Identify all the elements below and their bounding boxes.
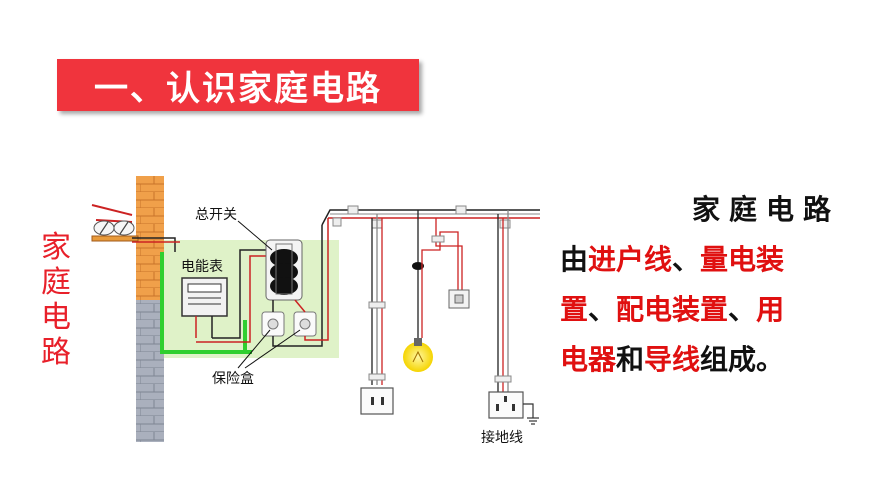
highlight-span: 置 [560, 293, 589, 326]
text-span: 由 [560, 243, 589, 276]
text-span: 、 [672, 243, 701, 276]
highlight-span: 配电装置 [616, 293, 729, 326]
wire [212, 249, 268, 339]
main-switch-label: 总开关 [195, 207, 237, 223]
meter-label: 电能表 [181, 259, 223, 275]
lamp-branch [412, 210, 470, 338]
title-banner: 一、认识家庭电路 [57, 59, 419, 111]
description-line-4: 电器和导线组成。 [560, 335, 840, 385]
side-label-char: 庭 [41, 265, 71, 300]
neutral-bus [321, 209, 540, 226]
wire [196, 255, 270, 343]
side-label-char: 家 [41, 230, 71, 265]
left-socket-branch [360, 214, 394, 415]
leader-line [237, 220, 273, 251]
highlight-span: 电器 [560, 343, 617, 376]
page-title: 一、认识家庭电路 [94, 68, 382, 109]
leader-line [237, 329, 271, 369]
text-span: 、 [588, 293, 617, 326]
text-span: 和 [616, 343, 645, 376]
leader-line [244, 329, 301, 369]
highlight-span: 量电装 [700, 243, 785, 276]
text-span: 组成。 [700, 343, 785, 376]
side-vertical-label: 家 庭 电 路 [36, 230, 76, 370]
highlight-span: 导线 [644, 343, 701, 376]
right-socket-branch [488, 210, 539, 425]
highlight-span: 进户线 [588, 243, 673, 276]
description-line-2: 由进户线、量电装 [560, 235, 840, 285]
fuse-box-label: 保险盒 [212, 370, 254, 387]
description-text: 家庭电路 由进户线、量电装 置、配电装置、用 电器和导线组成。 [560, 185, 840, 385]
light-bulb-icon [403, 338, 433, 372]
wire [132, 237, 176, 252]
description-line-1: 家庭电路 [691, 193, 840, 226]
stone-wall-lower [136, 300, 164, 442]
ground-wire-label: 接地线 [481, 429, 523, 446]
side-label-char: 路 [41, 335, 71, 370]
energy-meter [181, 277, 228, 338]
description-line-3: 置、配电装置、用 [560, 285, 840, 335]
highlight-span: 用 [756, 293, 785, 326]
text-span: 、 [728, 293, 757, 326]
side-label-char: 电 [41, 300, 71, 335]
service-entrance-insulator [91, 204, 139, 242]
main-switch [265, 239, 303, 301]
